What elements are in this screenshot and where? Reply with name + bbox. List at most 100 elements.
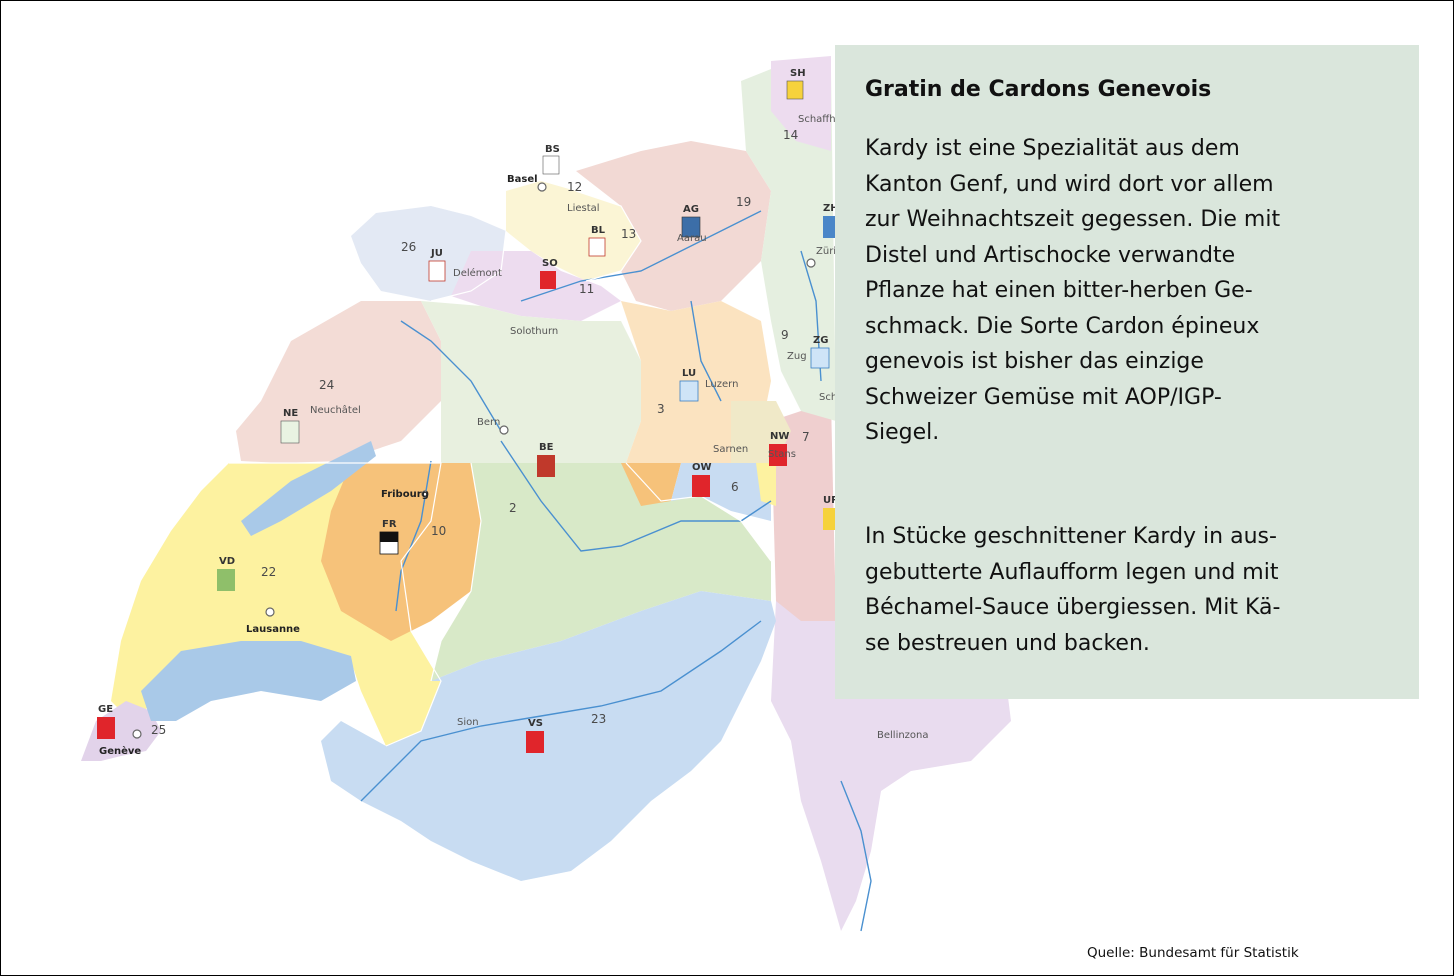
canton-number: 9 xyxy=(781,328,789,342)
city-label: Schw xyxy=(819,392,845,403)
canton-bs-bl xyxy=(506,181,641,281)
shield-ju: JU xyxy=(428,248,446,282)
city-label: Sion xyxy=(457,717,479,728)
rivers xyxy=(360,210,872,932)
shield-ow: OW xyxy=(692,462,712,497)
city-label: Bern xyxy=(477,417,500,428)
city-label: Züri xyxy=(816,246,836,257)
canton-number: 26 xyxy=(401,240,416,254)
canton-number: 24 xyxy=(319,378,334,392)
shield-ge: GE xyxy=(97,704,115,739)
shield-nw: NW xyxy=(769,431,789,466)
shield-so: SO xyxy=(540,258,558,289)
recipe-text-line: schmack. Die Sorte Cardon épineux xyxy=(865,313,1260,339)
source-caption: Quelle: Bundesamt für Statistik xyxy=(1087,945,1299,961)
svg-text:SO: SO xyxy=(542,258,558,269)
city-label: Delémont xyxy=(453,267,502,279)
lake-neuchatel xyxy=(241,441,376,536)
svg-text:JU: JU xyxy=(430,248,443,259)
recipe-text-line: Distel und Artischocke verwandte xyxy=(865,242,1236,268)
recipe-card: Gratin de Cardons Genevois Kardy ist ein… xyxy=(835,45,1419,699)
svg-text:BS: BS xyxy=(545,144,560,155)
canton-number: 10 xyxy=(431,524,446,538)
recipe-text-line: gebutterte Auflaufform legen und mit xyxy=(865,559,1279,585)
svg-text:BL: BL xyxy=(591,225,606,236)
canton-ne-upper xyxy=(236,301,441,463)
canton-number: 13 xyxy=(621,227,636,241)
canton-number: 23 xyxy=(591,712,606,726)
recipe-text-line: Kardy ist eine Spezialität aus dem xyxy=(865,136,1240,161)
city-label: Stans xyxy=(768,449,796,460)
shield-ur: UR xyxy=(823,495,839,530)
city-label: Genève xyxy=(99,745,141,757)
shield-sh: SH xyxy=(786,68,806,100)
recipe-text-line: Schweizer Gemüse mit AOP/IGP- xyxy=(865,384,1222,410)
canton-be-upper xyxy=(421,301,641,463)
canton-fr xyxy=(321,463,481,641)
canton-shields: SH BS BL AG JU SO ZG LU NE BE NW OW FR V… xyxy=(97,68,839,753)
recipe-text-line: zur Weihnachtszeit gegessen. Die mit xyxy=(865,207,1281,232)
canton-number: 7 xyxy=(802,430,810,444)
svg-text:VS: VS xyxy=(528,718,543,729)
lake-geneva xyxy=(141,641,356,721)
shield-vd: VD xyxy=(217,556,235,591)
recipe-text-line: se bestreuen und backen. xyxy=(865,630,1150,656)
svg-text:AG: AG xyxy=(683,204,699,215)
canton-number: 2 xyxy=(509,501,517,515)
city-label: Aarau xyxy=(677,233,707,244)
canton-number: 19 xyxy=(736,195,751,209)
city-label: Bellinzona xyxy=(877,730,929,741)
svg-text:ZH: ZH xyxy=(823,203,839,214)
svg-text:UR: UR xyxy=(823,495,839,506)
city-dots xyxy=(132,182,816,739)
city-label: Luzern xyxy=(705,379,738,390)
svg-text:ZG: ZG xyxy=(813,335,828,346)
canton-so xyxy=(451,251,621,321)
city-label: Zug xyxy=(787,351,807,362)
shield-lu: LU xyxy=(679,368,699,402)
city-label: Lausanne xyxy=(246,624,300,635)
svg-text:BE: BE xyxy=(539,442,554,453)
recipe-title: Gratin de Cardons Genevois xyxy=(865,77,1212,102)
shield-ag: AG xyxy=(681,204,701,238)
city-label: Liestal xyxy=(567,203,600,214)
canton-number: 11 xyxy=(579,282,594,296)
shield-zh: ZH xyxy=(823,203,839,238)
canton-numbers: 26 13 11 19 24 3 9 7 6 2 10 22 23 25 14 … xyxy=(151,128,810,737)
city-label: Sarnen xyxy=(713,444,748,455)
svg-text:NE: NE xyxy=(283,408,298,419)
recipe-text-line: Kanton Genf, und wird dort vor allem xyxy=(865,171,1274,197)
canton-number: 6 xyxy=(731,480,739,494)
shield-bs: BS xyxy=(542,144,560,175)
city-label: Fribourg xyxy=(381,489,429,500)
canton-zh-sh xyxy=(741,61,836,421)
shield-ne: NE xyxy=(280,408,300,444)
canton-nw-lower xyxy=(756,463,776,506)
canton-be-lower xyxy=(431,463,771,681)
city-label: Schaffh xyxy=(798,114,836,125)
canton-vs xyxy=(321,591,776,881)
canton-sh-top xyxy=(771,56,831,151)
city-label: Solothurn xyxy=(510,326,558,337)
svg-text:VD: VD xyxy=(219,556,235,567)
recipe-text-line: Béchamel-Sauce übergiessen. Mit Kä- xyxy=(865,595,1281,620)
svg-text:GE: GE xyxy=(98,704,113,715)
recipe-text-line: genevois ist bisher das einzige xyxy=(865,349,1204,374)
canton-ag xyxy=(576,141,771,311)
city-labels: Schaffh Basel Liestal Aarau Züri Delémon… xyxy=(99,114,929,757)
svg-text:OW: OW xyxy=(692,462,712,473)
city-label: Basel xyxy=(507,174,538,185)
svg-text:FR: FR xyxy=(382,519,397,530)
canton-number: 14 xyxy=(783,128,798,142)
svg-text:SH: SH xyxy=(790,68,806,79)
shield-zg: ZG xyxy=(810,335,830,369)
canton-number: 22 xyxy=(261,565,276,579)
shield-fr: FR xyxy=(379,519,399,555)
svg-text:NW: NW xyxy=(770,431,789,442)
recipe-text-line: Pflanze hat einen bitter-herben Ge- xyxy=(865,278,1253,303)
canton-number: 12 xyxy=(567,180,582,194)
canton-number: 3 xyxy=(657,402,665,416)
svg-text:LU: LU xyxy=(682,368,696,379)
recipe-text-line: In Stücke geschnittener Kardy in aus- xyxy=(865,524,1277,549)
shield-bl: BL xyxy=(588,225,606,257)
